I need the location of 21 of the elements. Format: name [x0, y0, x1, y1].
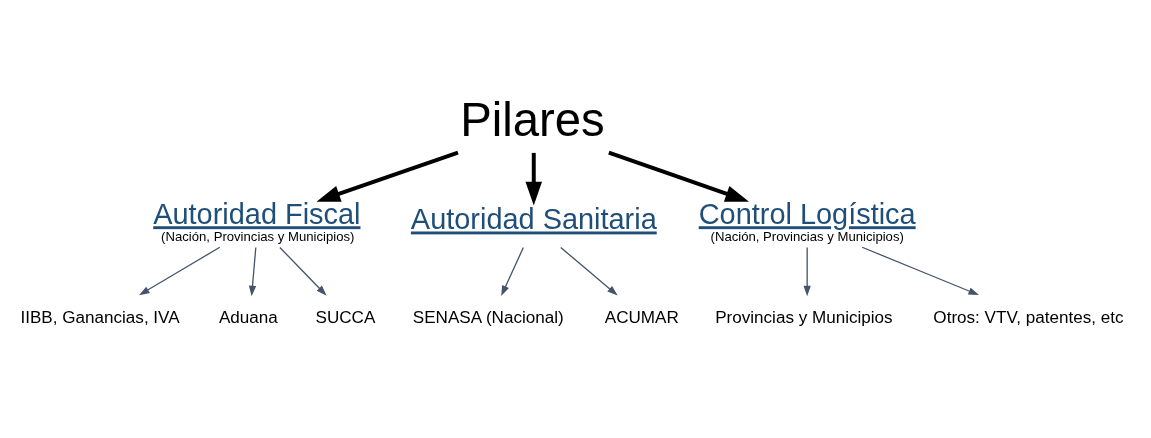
arrow	[861, 246, 979, 295]
node-text: Control Logística (Nación, Provincias y Municipios)	[698, 197, 916, 244]
arrow	[279, 246, 327, 296]
node-text: Autoridad Sanitaria	[410, 202, 657, 235]
node-text: Aduana	[218, 307, 278, 327]
arrow	[608, 150, 749, 202]
node-text: Otros: VTV, patentes, etc	[933, 307, 1124, 327]
node-text: Autoridad Fiscal (Nación, Provincias y Municipios)	[153, 197, 361, 244]
arrow	[139, 246, 221, 295]
arrow	[803, 246, 811, 296]
node-text: IIBB, Ganancias, IVA	[20, 307, 180, 327]
arrow	[525, 152, 543, 205]
arrow	[560, 246, 618, 296]
arrow	[248, 246, 257, 296]
node-text: Provincias y Municipios	[715, 307, 893, 327]
node-text: SENASA (Nacional)	[412, 307, 564, 327]
node-text: ACUMAR	[604, 307, 679, 327]
node-text: Pilares	[460, 92, 605, 146]
arrow	[316, 150, 459, 202]
node-text: SUCCA	[315, 307, 376, 327]
arrow	[501, 246, 525, 296]
